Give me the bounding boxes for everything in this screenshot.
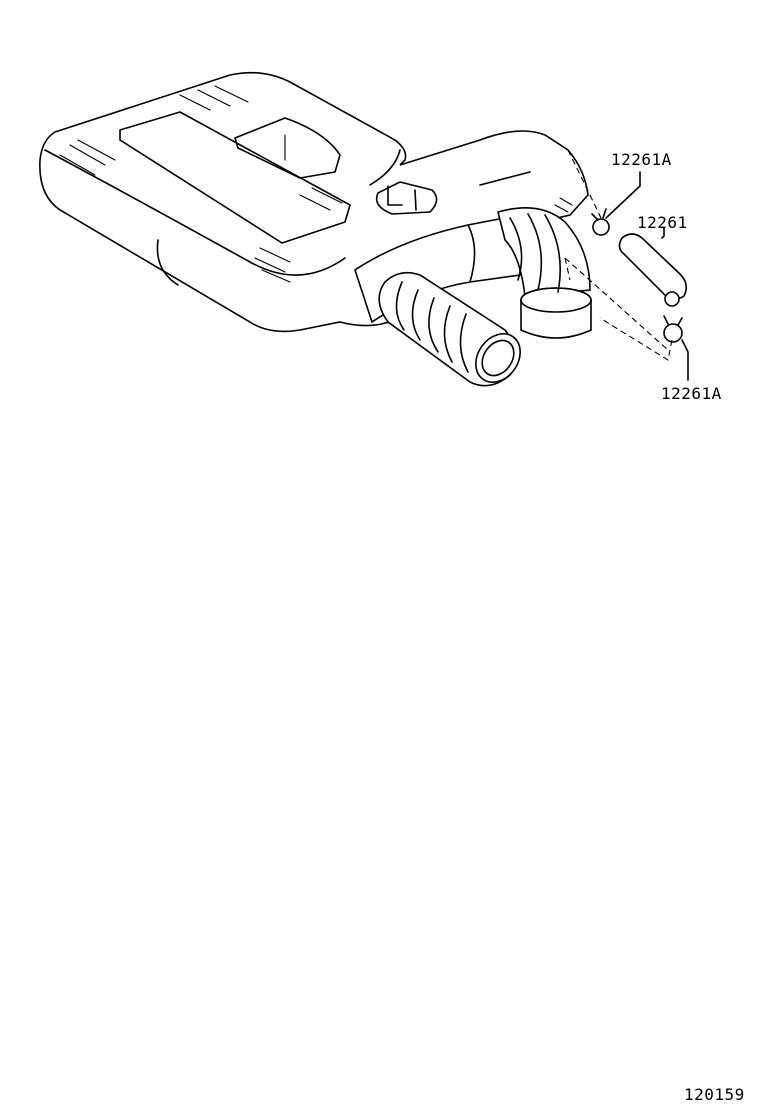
label-hose: 12261 xyxy=(637,213,688,232)
upper-clamp-drawing xyxy=(591,208,610,236)
label-clamp-upper: 12261A xyxy=(611,150,672,169)
assembly-dash-lines xyxy=(564,149,673,361)
lower-clamp-drawing xyxy=(663,315,683,343)
intake-elbow-drawing xyxy=(354,206,592,339)
hose-drawing xyxy=(618,233,688,307)
engine-cover-drawing xyxy=(39,71,589,333)
label-clamp-lower: 12261A xyxy=(661,384,722,403)
air-hose-drawing xyxy=(378,271,521,387)
figure-number: 120159 xyxy=(684,1085,745,1104)
leader-lines xyxy=(605,171,689,381)
